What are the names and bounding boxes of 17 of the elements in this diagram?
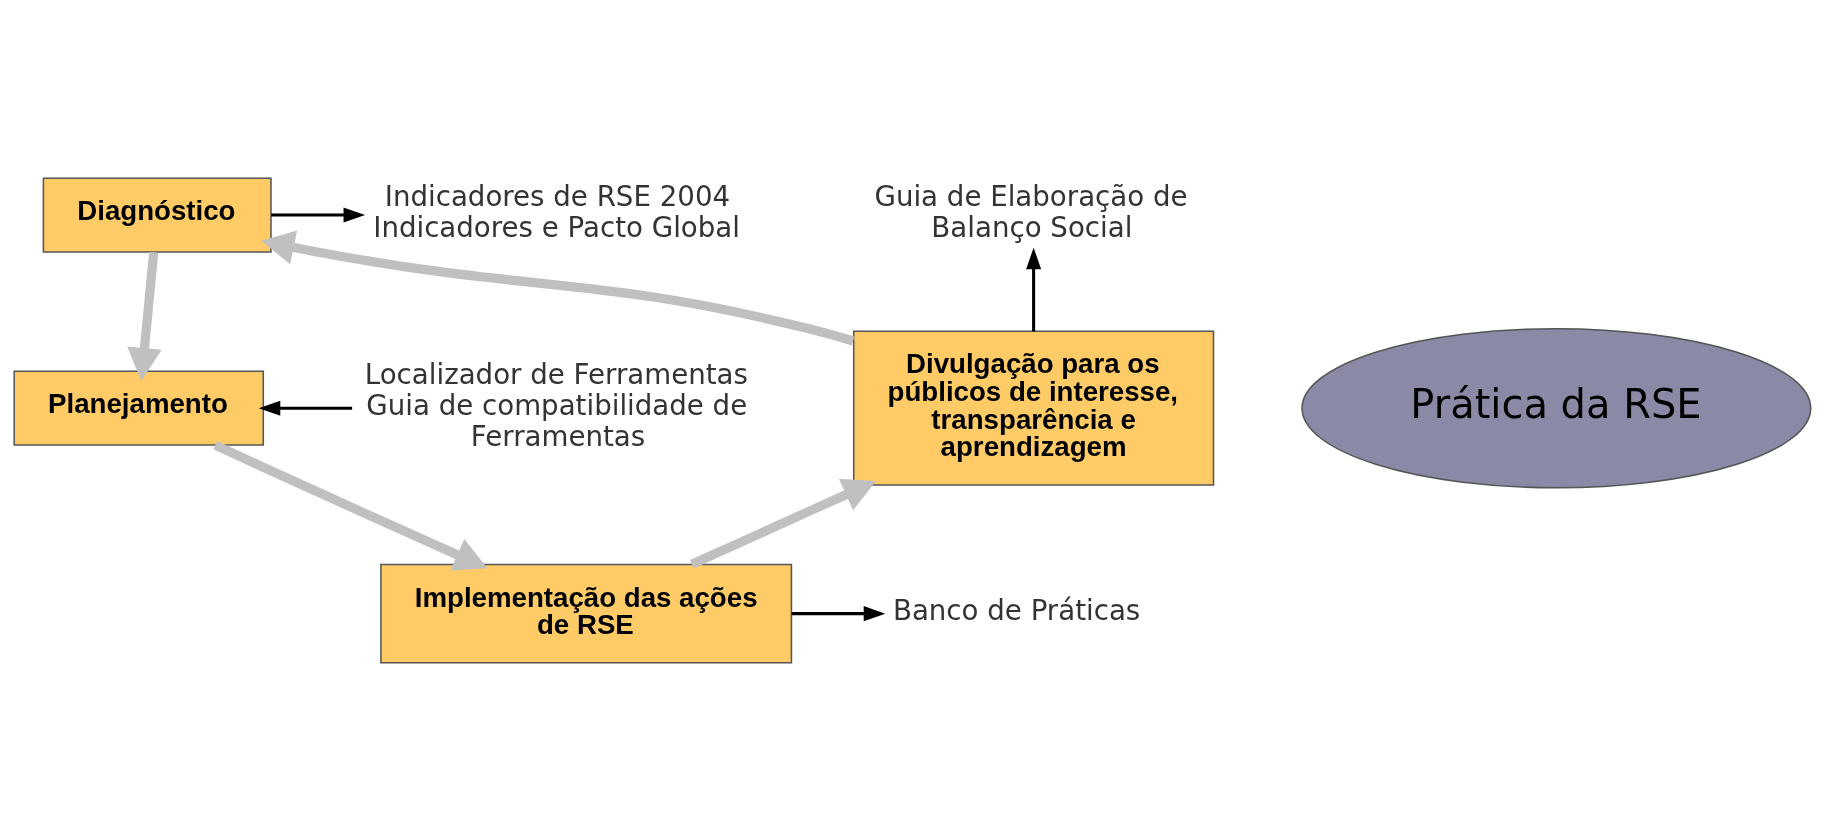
arrow [690,478,877,568]
arrow [127,251,162,381]
node-text: Banco de Práticas [892,593,1141,627]
arrow [258,400,353,416]
node-box: Planejamento [13,370,265,446]
node-box: Divulgação para os públicos de interesse, transparência e aprendizagem [852,330,1215,486]
node-text: Localizador de Ferramentas Guia de compatibilidade de Ferramentas [364,357,748,453]
arrow [791,605,886,621]
arrow [1026,247,1042,331]
arrow [261,229,855,345]
node-box: Implementação das ações de RSE [380,563,793,664]
arrow [213,440,488,571]
arrow [271,207,366,223]
node-ellipse: Prática da RSE [1301,327,1812,488]
node-text: Guia de Elaboração de Balanço Social [874,179,1188,244]
node-text: Indicadores de RSE 2004 Indicadores e Pacto Global [373,179,740,244]
node-box: Diagnóstico [42,176,272,253]
